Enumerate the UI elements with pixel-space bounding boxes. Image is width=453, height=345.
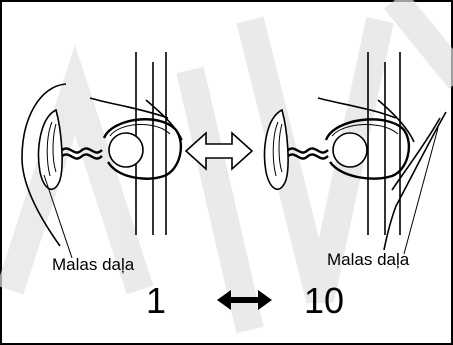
left-number: 1 xyxy=(146,280,167,321)
right-caption: Malas daļa xyxy=(327,250,410,269)
watermark xyxy=(0,0,453,334)
left-leader-line xyxy=(43,174,73,259)
right-leader-line xyxy=(403,127,439,255)
left-caption: Malas daļa xyxy=(52,255,135,274)
right-number: 10 xyxy=(304,280,345,321)
left-illustration xyxy=(21,52,183,247)
right-illustration xyxy=(263,52,447,251)
swap-arrow-icon xyxy=(184,131,254,171)
range-arrow-icon xyxy=(217,290,272,310)
